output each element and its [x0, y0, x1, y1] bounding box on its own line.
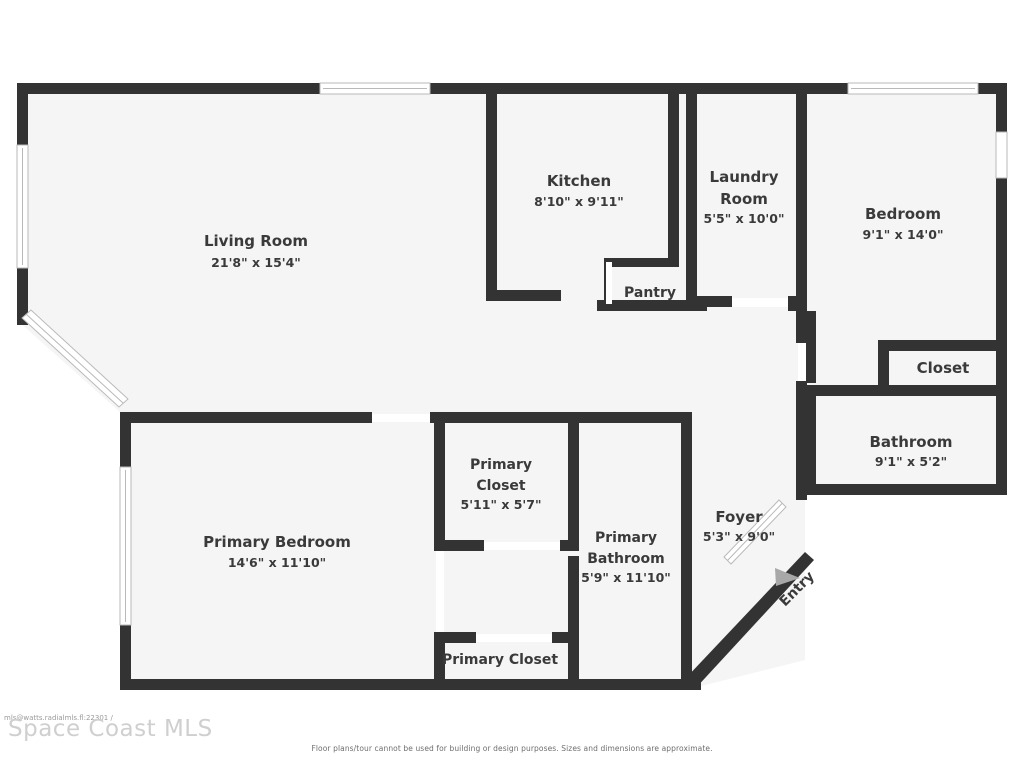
room-label-primary-closet: Primary — [470, 457, 532, 473]
room-label-laundry-room: Laundry — [710, 168, 779, 186]
room-label-closet: Closet — [917, 359, 970, 377]
wall-corridor-right-mid — [796, 381, 807, 441]
wall-right-upper — [996, 83, 1007, 132]
window-right-bedroom — [995, 131, 1008, 179]
wall-kitchen-right — [668, 88, 679, 263]
entry-arrow-icon — [775, 568, 800, 586]
wall-primary-closet-right — [568, 418, 579, 549]
room-dims-living-room: 21'8" x 15'4" — [211, 255, 301, 270]
wall-bathroom-bottom — [805, 484, 1007, 495]
room-label-kitchen: Kitchen — [547, 172, 611, 190]
wall-foyer-bottom — [692, 679, 701, 690]
door-pantry — [606, 262, 612, 304]
room-labels: Living Room 21'8" x 15'4" Kitchen 8'10" … — [203, 168, 969, 668]
door-primary-bath — [436, 551, 444, 632]
wall-hall-top-right — [788, 300, 807, 311]
room-label-primary-bathroom-2: Bathroom — [587, 551, 665, 567]
interior-walls — [120, 88, 1007, 690]
room-dims-kitchen: 8'10" x 9'11" — [534, 194, 624, 209]
wall-laundry-bottom-left — [686, 296, 732, 307]
door-primary-top — [372, 414, 430, 422]
wall-lower-closet-top-right — [552, 632, 579, 643]
door-primary-closet — [484, 542, 560, 550]
wall-primary-left-upper — [120, 412, 131, 467]
wall-lower-closet-top-left — [434, 632, 476, 643]
room-label-primary-bedroom: Primary Bedroom — [203, 533, 351, 551]
wall-diagonal-entry — [685, 552, 814, 690]
wall-pantry-top — [604, 258, 679, 267]
wall-kitchen-bottom — [486, 290, 561, 301]
wall-right-lower — [996, 348, 1007, 490]
wall-primary-closet-left — [434, 418, 445, 545]
door-bedroom-left — [798, 343, 806, 381]
room-label-primary-closet-2-lower: Primary Closet — [442, 652, 558, 668]
watermark-mls: Space Coast MLS — [8, 716, 213, 742]
door-laundry — [732, 298, 788, 307]
wall-primary-left-lower — [120, 625, 131, 690]
room-label-primary-bathroom: Primary — [595, 530, 657, 546]
room-label-primary-closet-2: Closet — [476, 478, 526, 494]
wall-left-upper — [17, 83, 28, 145]
wall-top — [17, 83, 1007, 94]
wall-laundry-right — [796, 88, 807, 318]
room-dims-bathroom: 9'1" x 5'2" — [875, 454, 947, 469]
room-dims-primary-bedroom: 14'6" x 11'10" — [228, 555, 326, 570]
wall-right-middle — [996, 178, 1007, 348]
room-label-foyer: Foyer — [715, 508, 763, 526]
room-dims-laundry-room: 5'5" x 10'0" — [704, 211, 785, 226]
windows — [16, 82, 1008, 626]
wall-lower-closet-left — [434, 632, 445, 690]
window-diagonal-living — [21, 309, 129, 408]
wall-bathroom-left — [805, 385, 816, 490]
room-label-bedroom: Bedroom — [865, 205, 941, 223]
door-lower-closet — [476, 634, 552, 642]
wall-primary-top-right — [430, 412, 692, 423]
wall-primary-top — [120, 412, 372, 423]
wall-primary-closet-bottom-left — [434, 540, 484, 551]
room-label-pantry: Pantry — [624, 285, 676, 301]
wall-hall-top-left — [597, 300, 707, 311]
wall-closet-top — [878, 340, 1007, 351]
wall-corridor-right-upper — [796, 311, 807, 343]
wall-laundry-left — [686, 88, 697, 306]
door-openings — [372, 262, 806, 642]
room-dims-bedroom: 9'1" x 14'0" — [863, 227, 944, 242]
wall-primary-closet-bottom-right — [560, 540, 579, 551]
exterior-walls — [17, 83, 1007, 690]
wall-primary-bath-right — [681, 418, 692, 583]
wall-primary-bath-diagonal — [681, 575, 692, 690]
wall-closet-left — [878, 340, 889, 390]
room-label-bathroom: Bathroom — [869, 433, 952, 451]
wall-kitchen-left — [486, 88, 497, 296]
wall-bedroom-left-lower — [805, 311, 816, 383]
wall-corridor-right-lower — [796, 441, 807, 500]
room-label-laundry-room-2: Room — [720, 190, 768, 208]
wall-left-lower — [17, 268, 28, 325]
room-dims-primary-closet: 5'11" x 5'7" — [461, 497, 542, 512]
room-dims-foyer: 5'3" x 9'0" — [703, 529, 775, 544]
room-dims-primary-bathroom: 5'9" x 11'10" — [581, 570, 671, 585]
watermark-small-text: mls@watts.radialmls.fl:22301 / — [4, 714, 113, 722]
room-label-living-room: Living Room — [204, 232, 308, 250]
wall-lower-closet-right — [568, 556, 579, 690]
wall-bathroom-top — [805, 385, 1007, 396]
window-diagonal-foyer — [723, 499, 787, 565]
disclaimer-text: Floor plans/tour cannot be used for buil… — [311, 744, 713, 753]
wall-bottom — [120, 679, 685, 690]
